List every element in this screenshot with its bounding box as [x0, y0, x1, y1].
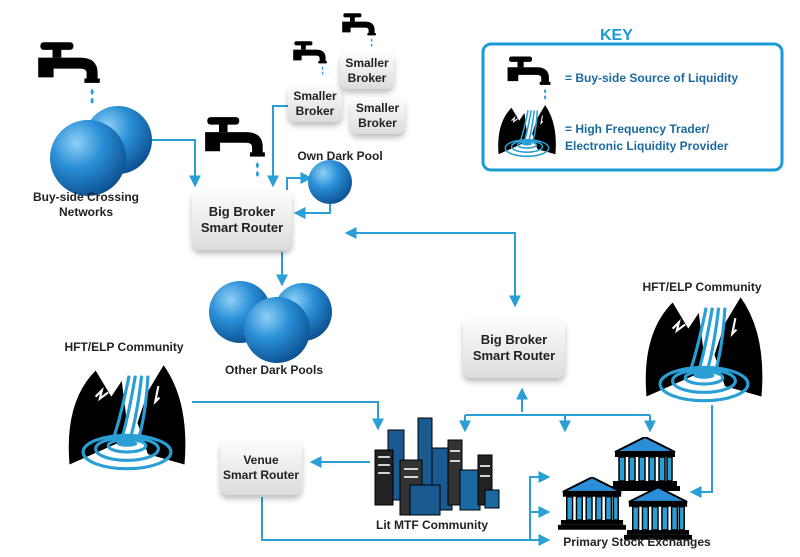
exchange-building-icon — [624, 487, 692, 541]
lit-mtf-label: Lit MTF Community — [376, 518, 488, 532]
connector-hft-to-lit — [192, 401, 384, 431]
connector-router2-to-router1 — [344, 227, 516, 300]
tap-icon — [205, 117, 265, 177]
connector-router-to-own-pool — [286, 172, 313, 190]
exchange-building-icon — [610, 437, 680, 492]
key-title: KEY — [600, 27, 633, 44]
buyside-crossing-pools — [50, 106, 152, 196]
connector-smallbroker-to-router — [267, 105, 288, 188]
waterfall-icon — [497, 104, 557, 158]
waterfall-icon — [67, 363, 187, 471]
waterfall-icon — [644, 295, 765, 403]
exchanges-label: Primary Stock Exchanges — [563, 535, 711, 549]
hft-left-label: HFT/ELP Community — [64, 340, 184, 354]
key-hft-label: = High Frequency Trader/ Electronic Liqu… — [565, 121, 728, 155]
other-dark-pools-circles — [209, 281, 332, 363]
tap-icon — [38, 42, 100, 104]
tap-icon — [342, 13, 376, 47]
key-buyside-label: = Buy-side Source of Liquidity — [565, 71, 739, 85]
other-dark-pools-label: Other Dark Pools — [224, 363, 324, 377]
connectors — [145, 105, 713, 546]
connector-buyside-to-router — [145, 139, 201, 188]
key-hft-label-line2: Electronic Liquidity Provider — [565, 139, 729, 153]
connector-own-pool-to-router — [293, 204, 331, 219]
connector-venue-to-exchanges — [261, 497, 551, 546]
own-dark-pool-circle[interactable] — [308, 160, 352, 204]
key-hft-label-line1: = High Frequency Trader/ — [565, 122, 710, 136]
tap-icon — [293, 41, 327, 75]
connector-hft-right-to-exchanges — [689, 405, 713, 498]
city-icon — [374, 417, 500, 516]
key-box — [481, 42, 784, 172]
tap-icon — [507, 56, 551, 100]
hft-right-label: HFT/ELP Community — [642, 280, 762, 294]
own-dark-pool-label: Own Dark Pool — [297, 149, 383, 163]
